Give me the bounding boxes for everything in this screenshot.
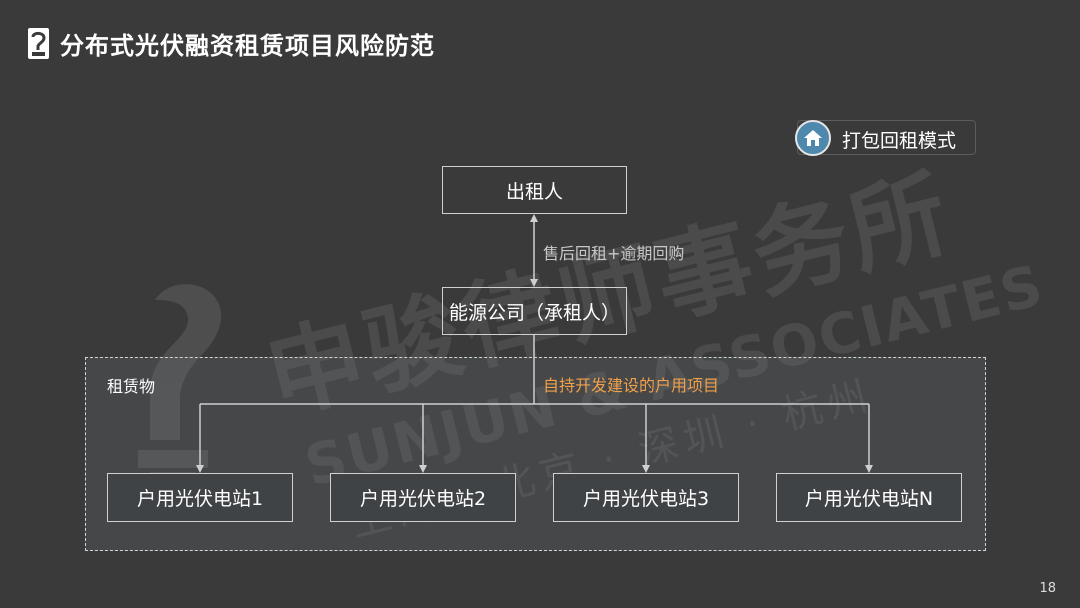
lessor-node: 出租人 bbox=[442, 166, 627, 214]
leased-assets-label: 租赁物 bbox=[107, 377, 156, 396]
lessee-node: 能源公司（承租人） bbox=[442, 287, 627, 335]
station-node-1: 户用光伏电站1 bbox=[107, 473, 293, 522]
badge-label: 打包回租模式 bbox=[842, 130, 957, 152]
house-icon bbox=[795, 120, 831, 156]
station-node-n: 户用光伏电站N bbox=[776, 473, 962, 522]
firm-logo-icon bbox=[28, 28, 49, 59]
slide-title: 分布式光伏融资租赁项目风险防范 bbox=[60, 32, 435, 60]
project-label: 自持开发建设的户用项目 bbox=[543, 376, 720, 395]
mode-badge: 打包回租模式 bbox=[795, 120, 976, 156]
relation-label: 售后回租+逾期回购 bbox=[543, 244, 685, 263]
page-number: 18 bbox=[1039, 581, 1056, 596]
station-node-2: 户用光伏电站2 bbox=[330, 473, 516, 522]
station-node-3: 户用光伏电站3 bbox=[553, 473, 739, 522]
